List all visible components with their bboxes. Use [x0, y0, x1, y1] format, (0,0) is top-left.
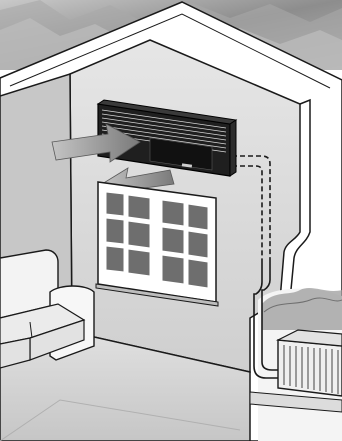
window-icon — [96, 182, 218, 306]
outdoor-condenser-icon — [278, 330, 342, 396]
